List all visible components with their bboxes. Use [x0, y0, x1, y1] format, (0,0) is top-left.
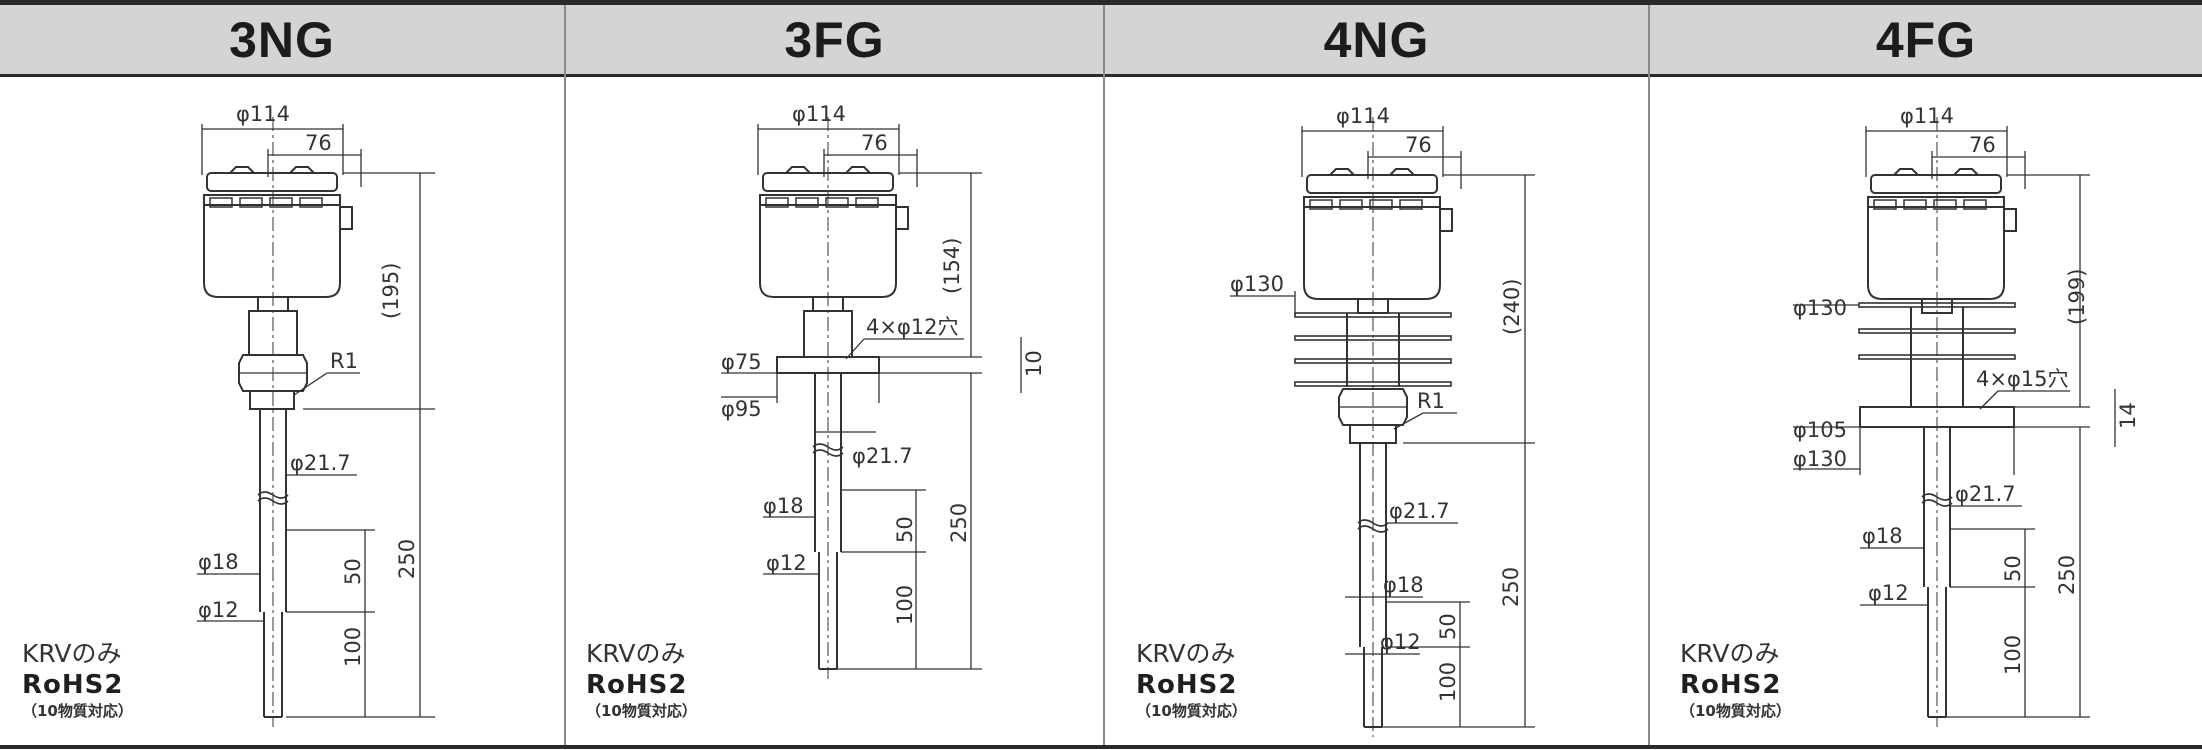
dim-phi18: φ18 — [1862, 524, 1903, 548]
panel-title: 4FG — [1875, 11, 1977, 68]
drawing-4fg: φ114 76 φ130 (199) 4×φ15穴 14 φ105 φ130 φ… — [1793, 104, 2140, 727]
note-krv-only: KRVのみ — [586, 639, 686, 668]
dim-100: 100 — [893, 585, 917, 625]
dim-phi12: φ12 — [1868, 581, 1909, 605]
dim-199: (199) — [2065, 269, 2089, 325]
dim-250: 250 — [947, 503, 971, 543]
note-10-substances: （10物質対応） — [1136, 702, 1247, 720]
dim-phi75: φ75 — [721, 350, 762, 374]
dim-240: (240) — [1500, 279, 1524, 335]
dim-phi21-7: φ21.7 — [290, 451, 351, 475]
note-rohs2: RoHS2 — [586, 670, 688, 700]
dim-50: 50 — [341, 558, 365, 585]
dim-phi105: φ105 — [1793, 418, 1847, 442]
dim-r1: R1 — [330, 349, 358, 373]
panel-divider — [564, 5, 566, 745]
note-10-substances: （10物質対応） — [586, 702, 697, 720]
dim-r1: R1 — [1417, 389, 1445, 413]
dim-holes: 4×φ12穴 — [866, 315, 959, 339]
dim-phi95: φ95 — [721, 397, 762, 421]
dim-195: (195) — [379, 263, 403, 319]
note-krv-only: KRVのみ — [1136, 639, 1236, 668]
dim-phi18: φ18 — [1383, 573, 1424, 597]
dim-10: 10 — [1022, 350, 1046, 377]
dim-phi21-7: φ21.7 — [852, 444, 913, 468]
dim-154: (154) — [940, 238, 964, 294]
note-krv-only: KRVのみ — [1680, 639, 1780, 668]
panel-header-4fg: 4FG — [1650, 5, 2202, 77]
dim-phi114: φ114 — [1900, 104, 1954, 128]
dim-250: 250 — [395, 539, 419, 579]
drawing-3fg: φ114 76 (154) 4×φ12穴 10 φ75 φ95 φ21.7 φ1… — [721, 102, 1046, 679]
dim-phi12: φ12 — [198, 598, 239, 622]
dim-phi12: φ12 — [766, 551, 807, 575]
drawing-3ng: φ114 76 (195) R1 φ21.7 φ18 φ12 50 250 10… — [197, 102, 435, 727]
dim-100: 100 — [2001, 635, 2025, 675]
dim-phi114: φ114 — [792, 102, 846, 126]
panel-title: 4NG — [1323, 11, 1430, 68]
dim-14: 14 — [2116, 402, 2140, 429]
dim-phi114: φ114 — [1336, 104, 1390, 128]
dim-100: 100 — [1436, 662, 1460, 702]
note-krv-only: KRVのみ — [22, 639, 122, 668]
dim-phi21-7: φ21.7 — [1955, 482, 2016, 506]
dim-phi130: φ130 — [1230, 272, 1284, 296]
dim-phi18: φ18 — [198, 550, 239, 574]
dim-76: 76 — [1969, 133, 1996, 157]
rohs-note-4ng: KRVのみ RoHS2 （10物質対応） — [1136, 634, 1247, 721]
panel-header-3ng: 3NG — [0, 5, 564, 77]
dim-phi114: φ114 — [236, 102, 290, 126]
dim-holes: 4×φ15穴 — [1976, 367, 2069, 391]
panel-divider — [1648, 5, 1650, 745]
dim-phi130-top: φ130 — [1793, 296, 1847, 320]
panel-header-4ng: 4NG — [1105, 5, 1648, 77]
note-rohs2: RoHS2 — [1136, 670, 1238, 700]
dim-76: 76 — [861, 131, 888, 155]
dim-phi130-bottom: φ130 — [1793, 447, 1847, 471]
panel-divider — [1103, 5, 1105, 745]
dim-phi21-7: φ21.7 — [1389, 499, 1450, 523]
bottom-border — [0, 745, 2202, 749]
top-border — [0, 0, 2202, 5]
panel-title: 3NG — [229, 11, 335, 68]
dim-250: 250 — [1499, 567, 1523, 607]
panel-header-3fg: 3FG — [566, 5, 1103, 77]
note-10-substances: （10物質対応） — [1680, 702, 1791, 720]
dim-50: 50 — [893, 516, 917, 543]
dim-phi12: φ12 — [1380, 630, 1421, 654]
panel-title: 3FG — [784, 11, 885, 68]
dim-phi18: φ18 — [763, 494, 804, 518]
dim-100: 100 — [341, 627, 365, 667]
note-rohs2: RoHS2 — [1680, 670, 1782, 700]
rohs-note-3ng: KRVのみ RoHS2 （10物質対応） — [22, 634, 133, 721]
note-10-substances: （10物質対応） — [22, 702, 133, 720]
dim-76: 76 — [305, 131, 332, 155]
dim-50: 50 — [2001, 555, 2025, 582]
rohs-note-4fg: KRVのみ RoHS2 （10物質対応） — [1680, 634, 1791, 721]
dim-76: 76 — [1405, 133, 1432, 157]
dim-50: 50 — [1436, 613, 1460, 640]
note-rohs2: RoHS2 — [22, 670, 124, 700]
drawing-4ng: φ114 76 φ130 (240) R1 φ21.7 φ18 φ12 50 2… — [1230, 104, 1535, 737]
rohs-note-3fg: KRVのみ RoHS2 （10物質対応） — [586, 634, 697, 721]
dim-250: 250 — [2055, 555, 2079, 595]
